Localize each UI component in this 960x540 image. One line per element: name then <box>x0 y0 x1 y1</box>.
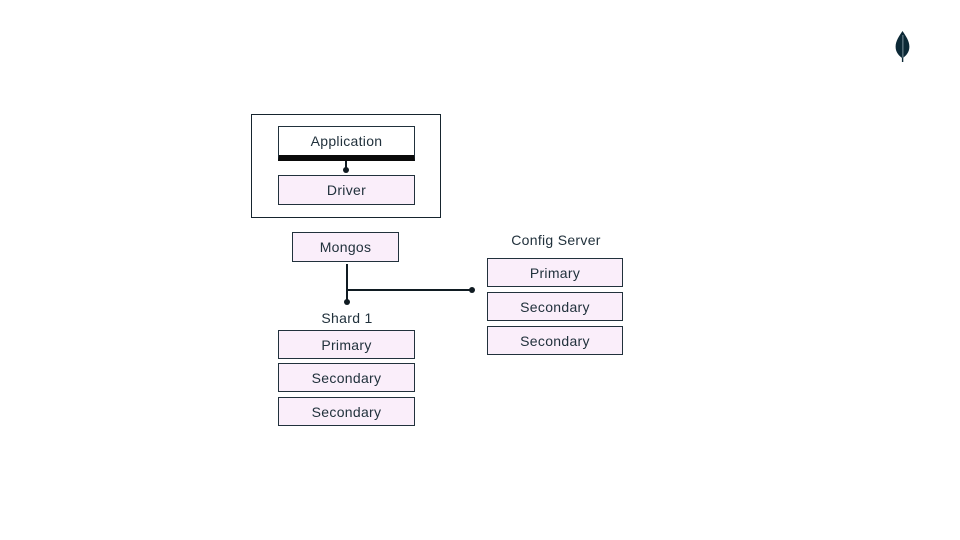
driver-node: Driver <box>278 175 415 205</box>
connector-mongos-shard1 <box>346 264 348 300</box>
application-node-label: Application <box>310 133 383 149</box>
shard1-secondary-node: Secondary <box>278 397 415 426</box>
connector-application-driver <box>345 161 347 168</box>
shard1-title-text: Shard 1 <box>321 310 373 326</box>
shard1-title: Shard 1 <box>267 310 427 326</box>
config-server-secondary-node: Secondary <box>487 326 623 355</box>
connector-mongos-shard1-endpoint <box>344 299 350 305</box>
application-node: Application <box>278 126 415 161</box>
mongos-node: Mongos <box>292 232 399 262</box>
shard1-primary-node: Primary <box>278 330 415 359</box>
shard1-secondary-label: Secondary <box>311 369 382 386</box>
connector-mongos-configserver <box>347 289 470 291</box>
driver-node-label: Driver <box>326 182 367 198</box>
mongodb-leaf-icon <box>895 31 910 62</box>
shard1-primary-label: Primary <box>321 336 372 353</box>
connector-application-driver-endpoint <box>343 167 349 173</box>
config-server-primary-label: Primary <box>529 264 581 281</box>
config-server-secondary-label: Secondary <box>520 332 590 349</box>
shard1-secondary-label: Secondary <box>311 403 382 420</box>
config-server-primary-node: Primary <box>487 258 623 287</box>
config-server-title-text: Config Server <box>511 232 601 248</box>
shard1-secondary-node: Secondary <box>278 363 415 392</box>
connector-mongos-configserver-endpoint <box>469 287 475 293</box>
config-server-title: Config Server <box>476 232 636 248</box>
config-server-secondary-node: Secondary <box>487 292 623 321</box>
config-server-secondary-label: Secondary <box>520 298 590 315</box>
mongos-node-label: Mongos <box>319 239 372 255</box>
